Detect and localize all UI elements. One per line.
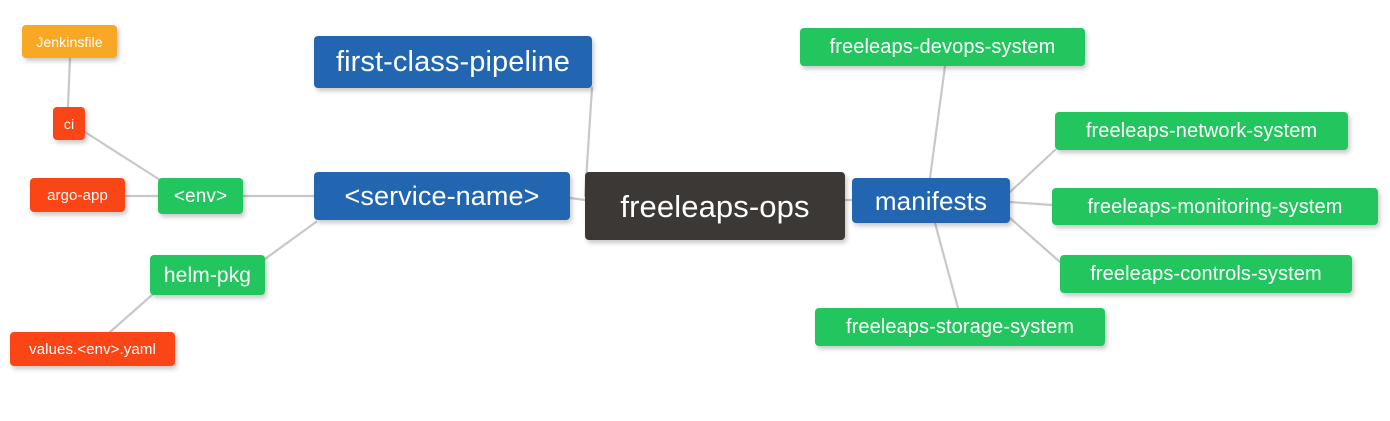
node-values-yaml[interactable]: values.<env>.yaml bbox=[10, 332, 175, 366]
edge-manifests-controls bbox=[1008, 216, 1062, 264]
node-freeleaps-ops-root[interactable]: freeleaps-ops bbox=[585, 172, 845, 240]
node-helm-pkg-label: helm-pkg bbox=[163, 263, 252, 287]
node-freeleaps-ops-root-label: freeleaps-ops bbox=[620, 188, 810, 224]
node-manifests[interactable]: manifests bbox=[852, 178, 1010, 223]
edge-manifests-monitoring bbox=[1008, 200, 1054, 207]
node-argo-app[interactable]: argo-app bbox=[30, 178, 125, 212]
edge-manifests-devops bbox=[928, 64, 947, 180]
edge-service-helmpkg bbox=[263, 220, 318, 261]
node-env[interactable]: <env> bbox=[158, 178, 243, 214]
node-first-class-pipeline-label: first-class-pipeline bbox=[335, 45, 571, 78]
edge-manifests-storage bbox=[933, 221, 960, 310]
node-helm-pkg[interactable]: helm-pkg bbox=[150, 255, 265, 295]
node-env-label: <env> bbox=[173, 185, 228, 207]
node-freeleaps-storage-system-label: freeleaps-storage-system bbox=[845, 316, 1075, 338]
node-freeleaps-monitoring-system-label: freeleaps-monitoring-system bbox=[1087, 195, 1343, 218]
edge-root-service bbox=[568, 196, 587, 202]
edge-env-ci bbox=[83, 130, 162, 182]
node-freeleaps-devops-system[interactable]: freeleaps-devops-system bbox=[800, 28, 1085, 66]
node-manifests-label: manifests bbox=[874, 185, 988, 216]
node-freeleaps-monitoring-system[interactable]: freeleaps-monitoring-system bbox=[1052, 188, 1378, 225]
node-freeleaps-devops-system-label: freeleaps-devops-system bbox=[829, 36, 1056, 58]
node-ci[interactable]: ci bbox=[53, 107, 85, 140]
node-freeleaps-network-system-label: freeleaps-network-system bbox=[1085, 120, 1318, 142]
node-freeleaps-controls-system-label: freeleaps-controls-system bbox=[1090, 263, 1322, 285]
edge-ci-jenkinsfile bbox=[66, 56, 72, 109]
node-jenkinsfile-label: Jenkinsfile bbox=[36, 33, 103, 50]
node-jenkinsfile[interactable]: Jenkinsfile bbox=[22, 25, 117, 58]
edge-manifests-network bbox=[1008, 148, 1057, 194]
node-freeleaps-network-system[interactable]: freeleaps-network-system bbox=[1055, 112, 1348, 150]
node-first-class-pipeline[interactable]: first-class-pipeline bbox=[314, 36, 592, 88]
node-ci-label: ci bbox=[63, 115, 75, 132]
edge-helmpkg-values bbox=[108, 293, 154, 334]
node-freeleaps-controls-system[interactable]: freeleaps-controls-system bbox=[1060, 255, 1352, 293]
node-freeleaps-storage-system[interactable]: freeleaps-storage-system bbox=[815, 308, 1105, 346]
node-argo-app-label: argo-app bbox=[47, 186, 108, 204]
node-values-yaml-label: values.<env>.yaml bbox=[29, 340, 156, 358]
node-service-name-label: <service-name> bbox=[344, 180, 540, 211]
node-service-name[interactable]: <service-name> bbox=[314, 172, 570, 220]
